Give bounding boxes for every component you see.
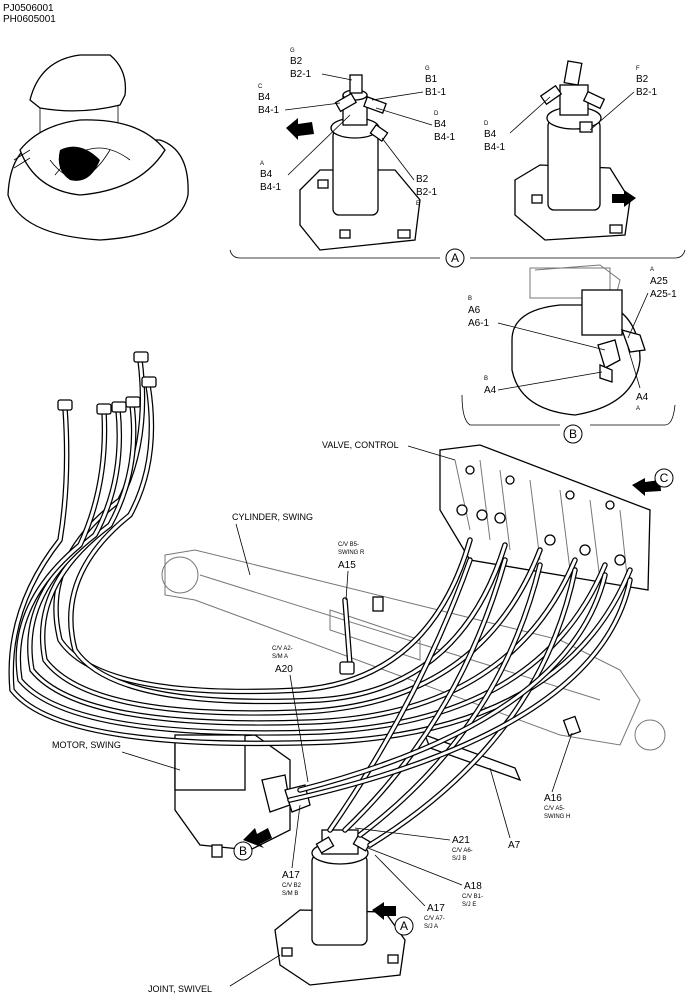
label-b2-1-f: B2-1: [636, 87, 658, 98]
detail-a-e-letter: E: [416, 201, 420, 207]
label-b4-c: B4: [258, 92, 271, 103]
detail-a-a-letter: A: [260, 161, 264, 167]
label-a6-1: A6-1: [468, 318, 490, 329]
label-b4-1-c: B4-1: [258, 105, 280, 116]
label-a25-1: A25-1: [650, 289, 677, 300]
detail-b-a6-letter: B: [468, 296, 472, 302]
callout-c: C: [660, 471, 669, 485]
label-b2-1-top: B2-1: [290, 69, 312, 80]
label-a17-left: A17: [282, 870, 300, 881]
main-assembly: C A B: [8, 351, 674, 994]
label-a6: A6: [468, 305, 481, 316]
detail-b-a4-letter: B: [484, 376, 488, 382]
label-cylinder-swing: CYLINDER, SWING: [232, 512, 313, 522]
label-valve-control: VALVE, CONTROL: [322, 440, 399, 450]
label-b2-1-e: B2-1: [416, 187, 438, 198]
swivel-joint: [274, 829, 406, 986]
label-b4-a: B4: [260, 169, 273, 180]
a15-sub2: SWING R: [338, 550, 365, 556]
label-a7: A7: [508, 840, 521, 851]
hose-lower: [287, 557, 633, 848]
a20-sub1: C/V A2-: [272, 646, 293, 652]
doc-code-2: PH0605001: [3, 14, 56, 25]
label-b1-1: B1-1: [425, 87, 447, 98]
a17l-sub2: S/M B: [282, 891, 298, 897]
callout-b-top: B: [569, 427, 577, 441]
label-b2-f: B2: [636, 74, 649, 85]
label-b4-1-d2: B4-1: [484, 142, 506, 153]
label-b2-top: B2: [290, 56, 303, 67]
detail-a: A G B2 B2-1 G B1 B1-1 C B4 B4-1 D B4 B4-…: [229, 48, 686, 268]
a21-sub2: S/J B: [452, 856, 466, 862]
label-b4-d: B4: [434, 119, 447, 130]
detail-b-a25-letter: A: [650, 267, 654, 273]
label-b1: B1: [425, 74, 438, 85]
a17r-sub1: C/V A7-: [424, 916, 445, 922]
detail-a-g-letter: G: [290, 48, 295, 54]
machine-thumbnail: [7, 54, 189, 241]
label-a20: A20: [275, 664, 293, 675]
control-valve: [439, 444, 651, 591]
label-a4-left: A4: [484, 385, 497, 396]
a16-sub1: C/V A5-: [544, 806, 565, 812]
a17l-sub1: C/V B2: [282, 883, 302, 889]
label-a17-right: A17: [427, 903, 445, 914]
detail-b: B A A25 A25-1 B A6 A6-1 B A4 A4 A: [461, 264, 677, 444]
label-a21: A21: [452, 835, 470, 846]
label-a16: A16: [544, 793, 562, 804]
detail-a-d2-letter: D: [484, 121, 489, 127]
a20-sub2: S/M A: [272, 654, 288, 660]
label-b4-1-d: B4-1: [434, 132, 456, 143]
a18-sub1: C/V B1-: [462, 894, 483, 900]
label-b2-e: B2: [416, 174, 429, 185]
swing-motor: [174, 734, 311, 858]
a18-sub2: S/J E: [462, 902, 476, 908]
a15-sub1: C/V B5-: [338, 542, 359, 548]
a17r-sub2: S/J A: [424, 924, 438, 930]
label-a15: A15: [338, 560, 356, 571]
a21-sub1: C/V A6-: [452, 848, 473, 854]
label-joint-swivel: JOINT, SWIVEL: [148, 984, 212, 994]
callout-b-bottom: B: [239, 844, 247, 858]
detail-a-f-letter: F: [636, 66, 640, 72]
label-a25: A25: [650, 276, 668, 287]
label-motor-swing: MOTOR, SWING: [52, 740, 121, 750]
detail-a-d-letter: D: [434, 111, 439, 117]
label-a4-right: A4: [636, 392, 649, 403]
label-b4-1-a: B4-1: [260, 182, 282, 193]
callout-a-bottom: A: [400, 919, 408, 933]
detail-b-a4r-letter: A: [636, 406, 640, 412]
doc-code-1: PJ0506001: [3, 3, 54, 14]
label-b4-d2: B4: [484, 129, 497, 140]
callout-a-top: A: [451, 251, 459, 265]
detail-a-c-letter: C: [258, 84, 263, 90]
label-a18: A18: [464, 881, 482, 892]
a16-sub2: SWING H: [544, 814, 570, 820]
detail-a-g2-letter: G: [425, 66, 430, 72]
